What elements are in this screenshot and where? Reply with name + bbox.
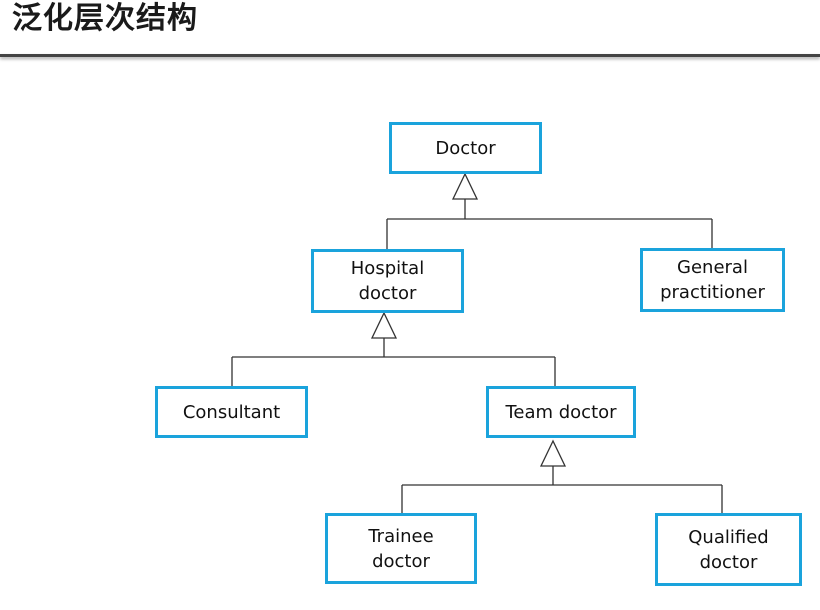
slide-title: 泛化层次结构 (12, 1, 198, 36)
node-trainee-doctor-label: Trainee doctor (368, 525, 434, 572)
node-hospital-doctor: Hospital doctor (311, 249, 464, 313)
generalization-arrow-hospital-doctor (370, 311, 398, 339)
title-divider (0, 54, 820, 57)
generalization-arrow-doctor (451, 172, 479, 200)
generalization-arrow-team-doctor (539, 439, 567, 467)
node-trainee-doctor: Trainee doctor (325, 513, 477, 584)
node-consultant: Consultant (155, 386, 308, 438)
node-team-doctor: Team doctor (486, 386, 636, 438)
node-hospital-doctor-label: Hospital doctor (350, 258, 425, 304)
node-team-doctor-label: Team doctor (505, 401, 617, 423)
node-qualified-doctor-label: Qualified doctor (688, 526, 769, 573)
node-consultant-label: Consultant (182, 401, 281, 423)
node-doctor: Doctor (389, 122, 542, 174)
node-doctor-label: Doctor (435, 137, 496, 159)
node-qualified-doctor: Qualified doctor (655, 513, 802, 586)
node-general-practitioner: General practitioner (640, 248, 785, 312)
node-general-practitioner-label: General practitioner (660, 257, 765, 303)
